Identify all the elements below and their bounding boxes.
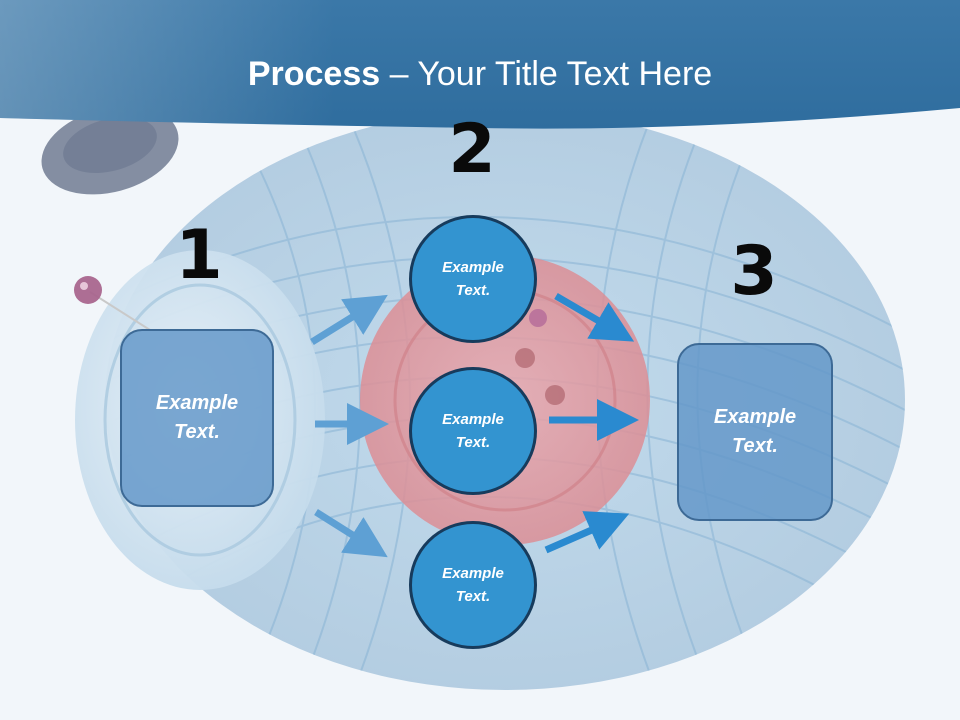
slide-title: Process – Your Title Text Here [0, 52, 960, 96]
step-1-text: Example Text. [155, 392, 239, 443]
step-number-1: 1 [175, 216, 223, 295]
title-bold: Process [247, 55, 381, 93]
step-2-circle-bottom: Example Text. [409, 521, 537, 649]
step-2-circle-middle: Example Text. [409, 367, 537, 495]
arrow-2-top-to-3 [554, 292, 635, 342]
step-3-box: Example Text. [677, 343, 833, 521]
step-number-3: 3 [730, 232, 778, 311]
title-rest: – Your Title Text Here [380, 55, 713, 93]
step-2-circle-top: Example Text. [409, 215, 537, 343]
step-3-text: Example Text. [713, 406, 797, 457]
step-2-circle-top-text: Example Text. [442, 259, 504, 299]
step-2-circle-bottom-text: Example Text. [442, 565, 504, 605]
arrow-1-to-2-bottom [314, 509, 388, 558]
step-number-2: 2 [448, 110, 496, 189]
arrow-2-bottom-to-3 [544, 511, 630, 554]
step-2-circle-middle-text: Example Text. [442, 411, 504, 451]
arrow-1-to-2-top [310, 294, 388, 345]
step-1-box: Example Text. [120, 329, 274, 507]
